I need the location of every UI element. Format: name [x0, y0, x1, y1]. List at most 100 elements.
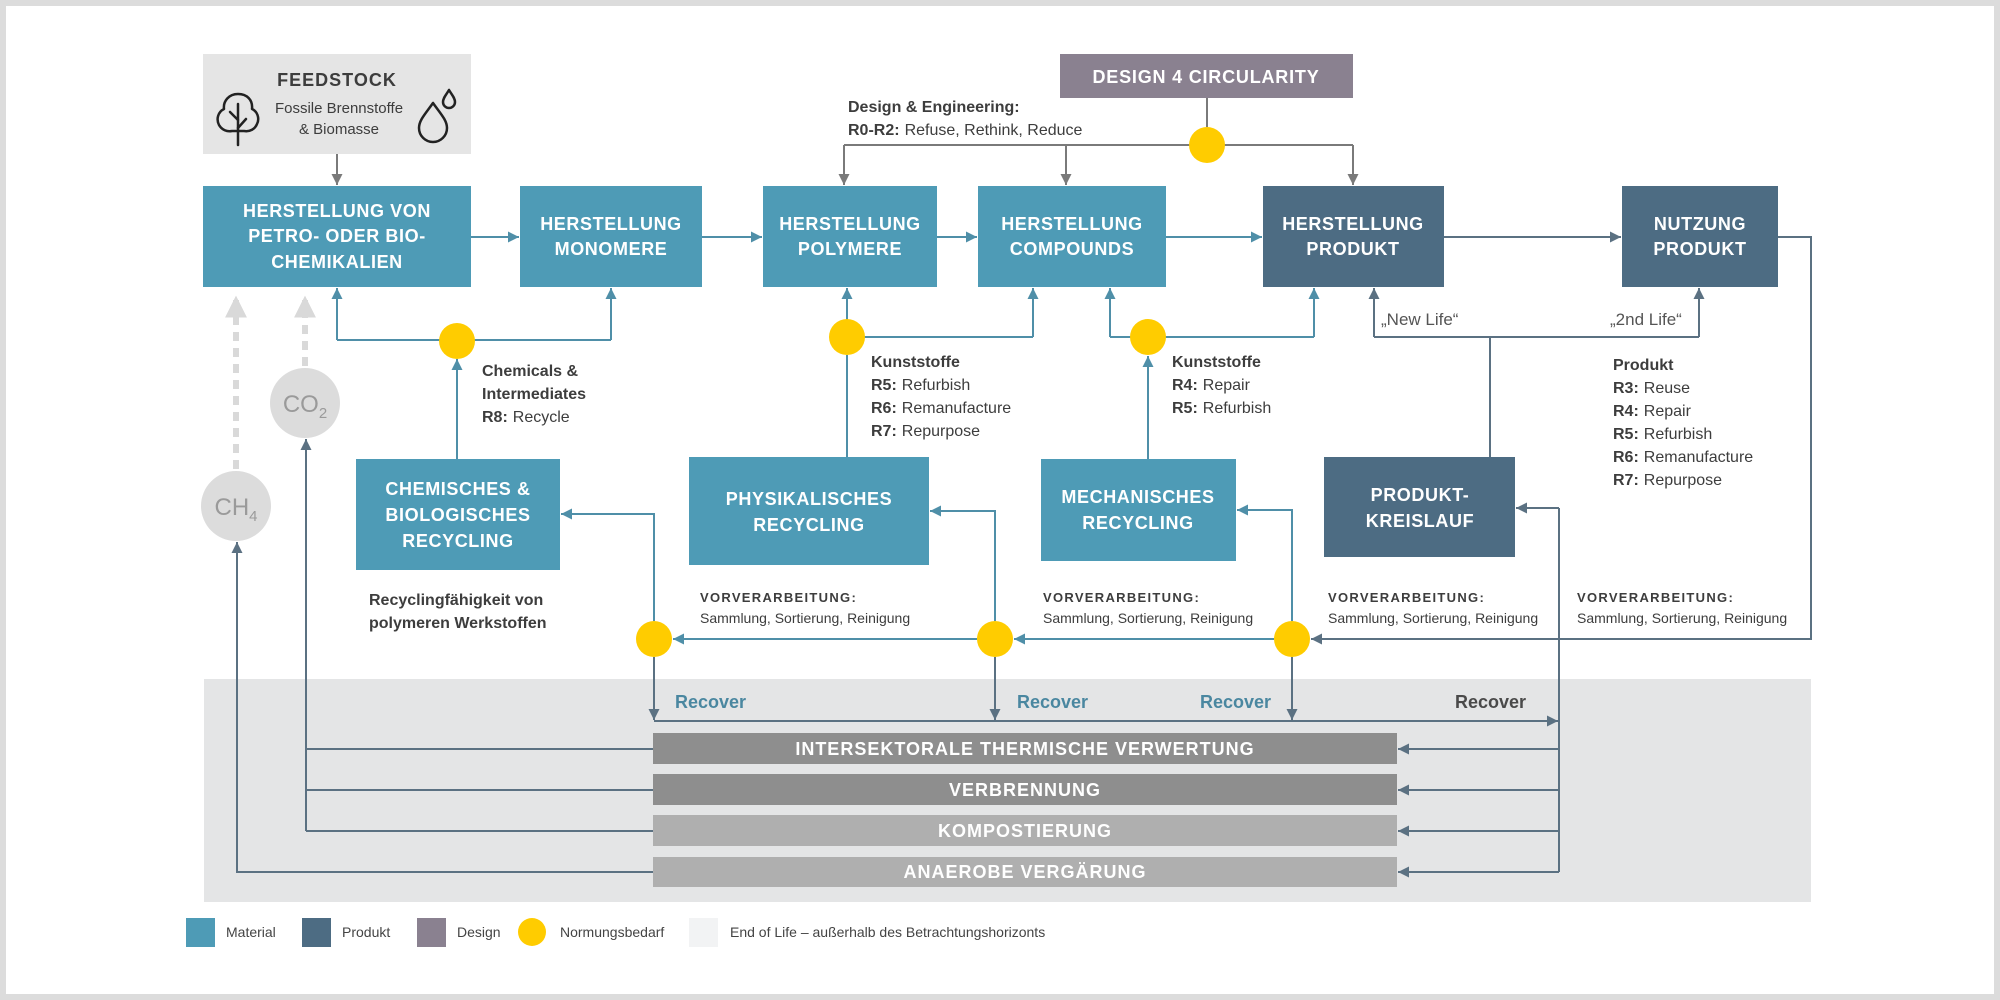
product-annotation: Produkt R3:Reuse R4:Repair R5:Refurbish …	[1613, 357, 1753, 489]
legend-swatch-design	[417, 918, 446, 947]
arrow-to-ch4	[231, 542, 653, 873]
mechanical-annotation: Kunststoffe R4:Repair R5:Refurbish	[1172, 354, 1271, 417]
design-r-codes: R0-R2:Refuse, Rethink, Reduce	[848, 122, 1083, 139]
svg-text:Sammlung, Sortierung, Reinigun: Sammlung, Sortierung, Reinigung	[1043, 610, 1253, 626]
new-life-label: „New Life“	[1381, 310, 1459, 329]
design-box: DESIGN 4 CIRCULARITY	[1060, 54, 1353, 98]
normungsbedarf-marker-collection-3	[1274, 621, 1310, 657]
feedstock-title: FEEDSTOCK	[277, 70, 397, 90]
preprocessing-label-3: VORVERARBEITUNG: Sammlung, Sortierung, R…	[1328, 590, 1538, 626]
svg-text:PRODUKT-KREISLAUF: PRODUKT-KREISLAUF	[1366, 485, 1474, 531]
arrow-nutzung-to-collection	[1311, 236, 1812, 645]
svg-text:INTERSEKTORALE THERMISCHE VERW: INTERSEKTORALE THERMISCHE VERWERTUNG	[795, 739, 1254, 759]
svg-text:Recyclingfähigkeit von: Recyclingfähigkeit von	[369, 592, 543, 609]
second-life-label: „2nd Life“	[1610, 310, 1682, 329]
physical-annotation: Kunststoffe R5:Refurbish R6:Remanufactur…	[871, 354, 1011, 440]
normungsbedarf-marker-chemical	[439, 323, 475, 359]
legend-swatch-normungsbedarf	[518, 918, 546, 946]
bar-anaerobe-vergaerung: ANAEROBE VERGÄRUNG	[653, 857, 1397, 887]
svg-text:VERBRENNUNG: VERBRENNUNG	[949, 780, 1101, 800]
ch4-circle: CH4	[201, 471, 271, 541]
bar-kompostierung: KOMPOSTIERUNG	[653, 815, 1397, 846]
legend-label-design: Design	[457, 924, 501, 940]
legend-label-end-of-life: End of Life – außerhalb des Betrachtungs…	[730, 924, 1045, 940]
svg-text:VORVERARBEITUNG:: VORVERARBEITUNG:	[1577, 590, 1734, 605]
box-produkt-kreislauf: PRODUKT-KREISLAUF	[1324, 457, 1515, 557]
legend: Material Produkt Design Normungsbedarf E…	[186, 918, 1045, 947]
svg-text:R8:Recycle: R8:Recycle	[482, 409, 570, 426]
bar-intersektorale-verwertung: INTERSEKTORALE THERMISCHE VERWERTUNG	[653, 733, 1397, 764]
svg-text:R5:Refurbish: R5:Refurbish	[1613, 426, 1712, 443]
droplet-icon	[417, 88, 457, 144]
design-title: DESIGN 4 CIRCULARITY	[1092, 67, 1319, 87]
svg-text:Produkt: Produkt	[1613, 357, 1674, 374]
svg-text:R7:Repurpose: R7:Repurpose	[1613, 472, 1722, 489]
arrow-to-mechanisches-recycling	[1237, 504, 1293, 621]
legend-swatch-produkt	[302, 918, 331, 947]
recover-label-4: Recover	[1455, 692, 1526, 712]
recover-label-2: Recover	[1017, 692, 1088, 712]
svg-text:R5:Refurbish: R5:Refurbish	[1172, 400, 1271, 417]
design-heading: Design & Engineering:	[848, 99, 1020, 116]
svg-text:Sammlung, Sortierung, Reinigun: Sammlung, Sortierung, Reinigung	[700, 610, 910, 626]
co2-circle: CO2	[270, 368, 340, 438]
arrow-to-physikalisches-recycling	[930, 505, 996, 621]
arrow-to-chemisches-recycling	[561, 508, 655, 621]
legend-swatch-material	[186, 918, 215, 947]
normungsbedarf-marker-mechanical	[1130, 319, 1166, 355]
normungsbedarf-marker-design	[1189, 127, 1225, 163]
svg-text:VORVERARBEITUNG:: VORVERARBEITUNG:	[1328, 590, 1485, 605]
preprocessing-label-1: VORVERARBEITUNG: Sammlung, Sortierung, R…	[700, 590, 910, 626]
recover-label-1: Recover	[675, 692, 746, 712]
recover-label-3: Recover	[1200, 692, 1271, 712]
svg-text:R6:Remanufacture: R6:Remanufacture	[1613, 449, 1753, 466]
svg-text:Kunststoffe: Kunststoffe	[1172, 354, 1261, 371]
svg-text:R6:Remanufacture: R6:Remanufacture	[871, 400, 1011, 417]
feedstock-line-1: Fossile Brennstoffe	[275, 100, 403, 117]
svg-text:Intermediates: Intermediates	[482, 386, 586, 403]
legend-label-produkt: Produkt	[342, 924, 390, 940]
svg-text:R4:Repair: R4:Repair	[1613, 403, 1692, 420]
svg-text:R4:Repair: R4:Repair	[1172, 377, 1251, 394]
legend-label-normungsbedarf: Normungsbedarf	[560, 924, 664, 940]
svg-text:CH4: CH4	[214, 494, 257, 525]
legend-label-material: Material	[226, 924, 276, 940]
svg-text:KOMPOSTIERUNG: KOMPOSTIERUNG	[938, 821, 1112, 841]
svg-text:polymeren Werkstoffen: polymeren Werkstoffen	[369, 615, 547, 632]
preprocessing-label-4: VORVERARBEITUNG: Sammlung, Sortierung, R…	[1577, 590, 1787, 626]
svg-text:ANAEROBE VERGÄRUNG: ANAEROBE VERGÄRUNG	[903, 862, 1146, 882]
svg-text:R3:Reuse: R3:Reuse	[1613, 380, 1690, 397]
svg-text:Chemicals &: Chemicals &	[482, 363, 578, 380]
normungsbedarf-marker-collection-2	[977, 621, 1013, 657]
svg-text:Sammlung, Sortierung, Reinigun: Sammlung, Sortierung, Reinigung	[1577, 610, 1787, 626]
normungsbedarf-marker-collection-1	[636, 621, 672, 657]
feedstock-line-2: & Biomasse	[299, 121, 379, 138]
normungsbedarf-marker-physical	[829, 319, 865, 355]
svg-text:Sammlung, Sortierung, Reinigun: Sammlung, Sortierung, Reinigung	[1328, 610, 1538, 626]
tree-icon	[216, 92, 260, 147]
bar-verbrennung: VERBRENNUNG	[653, 774, 1397, 805]
chemical-annotation: Chemicals & Intermediates R8:Recycle	[482, 363, 586, 426]
svg-text:R5:Refurbish: R5:Refurbish	[871, 377, 970, 394]
preprocessing-label-2: VORVERARBEITUNG: Sammlung, Sortierung, R…	[1043, 590, 1253, 626]
svg-text:Kunststoffe: Kunststoffe	[871, 354, 960, 371]
svg-text:R7:Repurpose: R7:Repurpose	[871, 423, 980, 440]
